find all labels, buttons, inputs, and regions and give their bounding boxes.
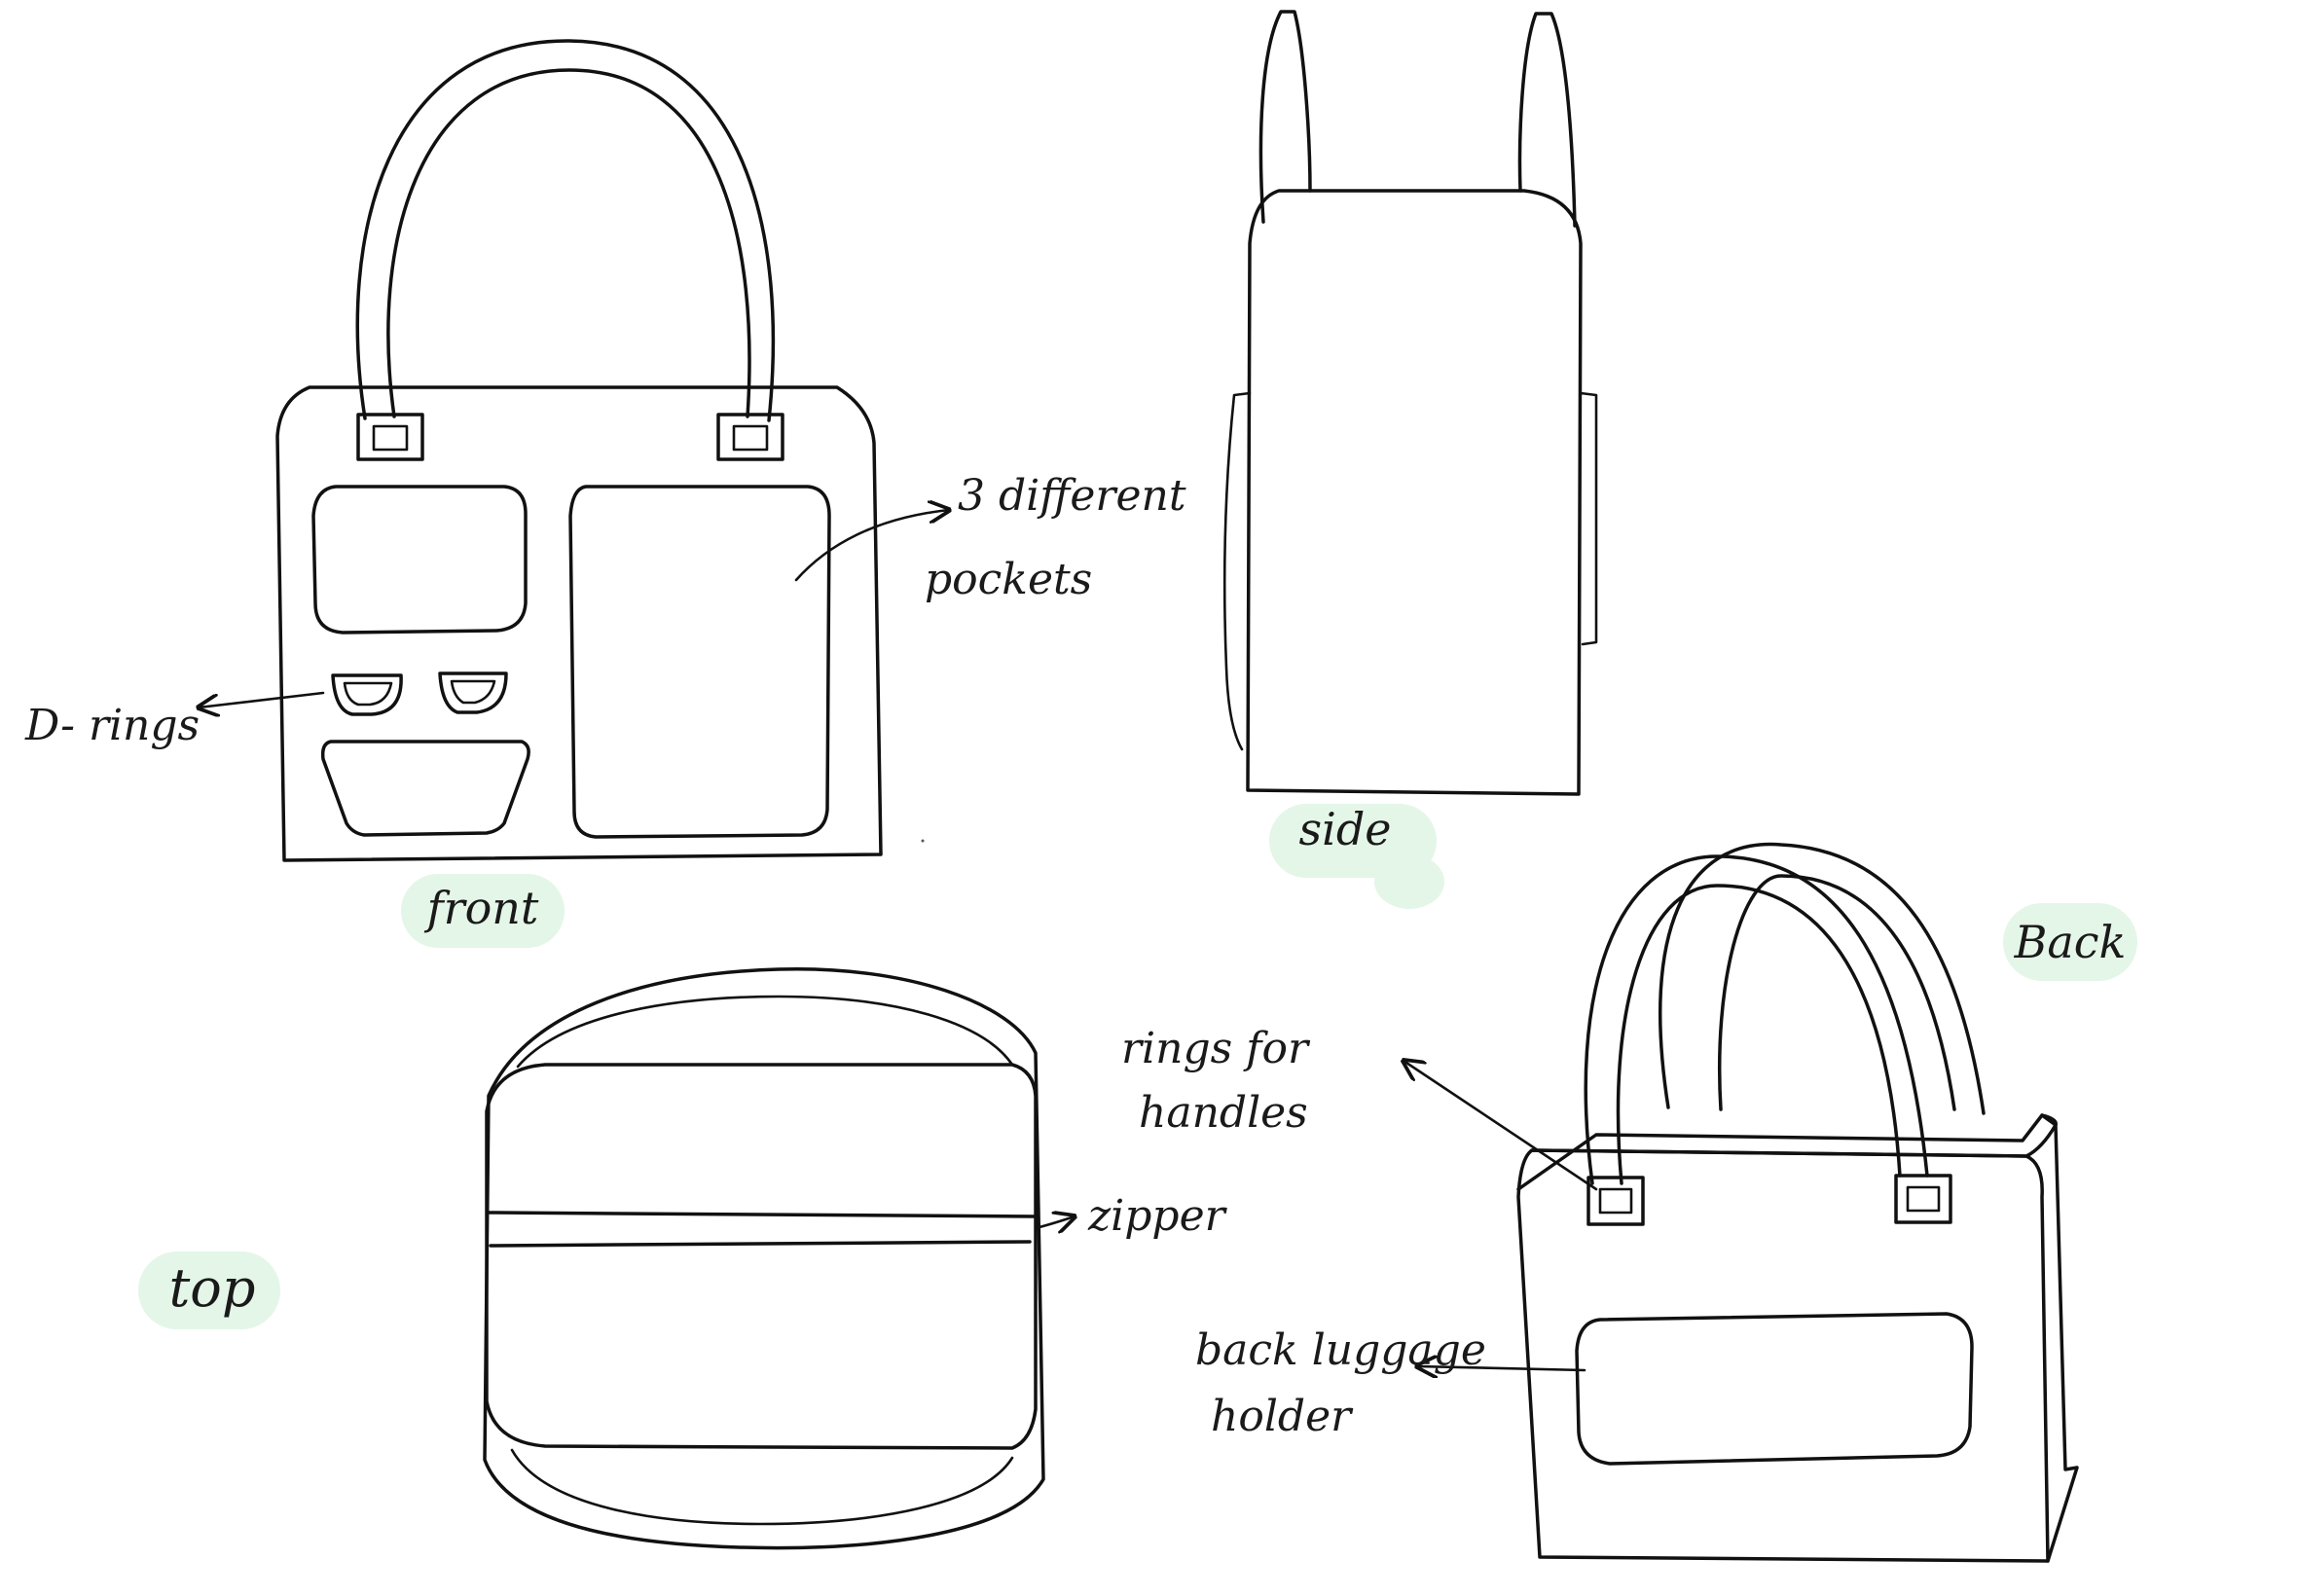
back-ring-right-inner (1906, 1185, 1941, 1213)
rings-note-line1: rings for (1121, 1024, 1311, 1073)
back-luggage-holder (1575, 1312, 1974, 1466)
front-ring-left (356, 413, 424, 461)
side-flap-right (1579, 391, 1598, 646)
zipper-note: zipper (1087, 1191, 1228, 1241)
luggage-note-line2: holder (1211, 1392, 1354, 1441)
back-ring-right (1894, 1174, 1952, 1224)
sketch-dot (921, 839, 925, 843)
front-label: front (401, 874, 565, 948)
side-strap-right (1517, 12, 1577, 228)
front-pocket-top-left (311, 485, 528, 635)
back-body-top (1516, 1113, 2058, 1191)
back-ring-left-inner (1598, 1187, 1633, 1215)
front-d-ring-right-inner (450, 679, 496, 705)
side-label: side (1269, 803, 1444, 909)
side-strap-left (1258, 10, 1312, 224)
side-flap-left (1222, 391, 1252, 751)
top-view (483, 966, 1075, 1550)
pockets-note-line2: pockets (925, 555, 1092, 604)
back-view (1404, 842, 2079, 1563)
back-handle-rear (1658, 842, 1986, 1115)
front-view (199, 39, 949, 862)
top-label: top (138, 1251, 280, 1329)
side-view (1222, 10, 1598, 796)
front-pocket-bottom (320, 740, 530, 837)
top-zipper-line-2 (489, 1240, 1032, 1248)
top-outer-rim (483, 966, 1045, 1550)
back-label: Back (2003, 903, 2137, 981)
back-handle-front (1584, 854, 1929, 1185)
front-label-text: front (424, 882, 539, 934)
pockets-note-line1: 3 different (958, 471, 1186, 521)
front-ring-left-inner (372, 424, 409, 452)
d-rings-note: D- rings (24, 701, 200, 750)
side-body (1246, 189, 1583, 796)
top-inner-body (485, 1063, 1038, 1450)
luggage-note-line1: back luggage (1195, 1325, 1486, 1375)
front-d-ring-left (331, 673, 403, 716)
front-handle (355, 39, 776, 422)
front-pocket-large (568, 485, 831, 839)
top-inner-curve-bottom (510, 1448, 1014, 1526)
back-label-text: Back (2014, 916, 2127, 968)
front-body (275, 385, 883, 862)
front-d-ring-left-inner (343, 681, 393, 707)
pockets-arrow (794, 510, 949, 582)
front-d-ring-right (438, 671, 508, 714)
rings-note-line2: handles (1139, 1088, 1308, 1138)
back-body (1516, 1148, 2050, 1563)
top-label-text: top (169, 1257, 256, 1319)
top-zipper-line-1 (487, 1211, 1038, 1218)
back-body-depth (2040, 1113, 2079, 1563)
front-ring-right-inner (732, 424, 769, 452)
rings-arrow (1404, 1061, 1598, 1191)
back-ring-left (1586, 1176, 1645, 1226)
side-label-text: side (1299, 803, 1392, 855)
top-inner-curve-top (516, 995, 1014, 1069)
d-rings-arrow (199, 691, 325, 707)
front-ring-right (716, 413, 784, 461)
luggage-arrow (1417, 1366, 1586, 1370)
zipper-arrow (1034, 1216, 1075, 1228)
